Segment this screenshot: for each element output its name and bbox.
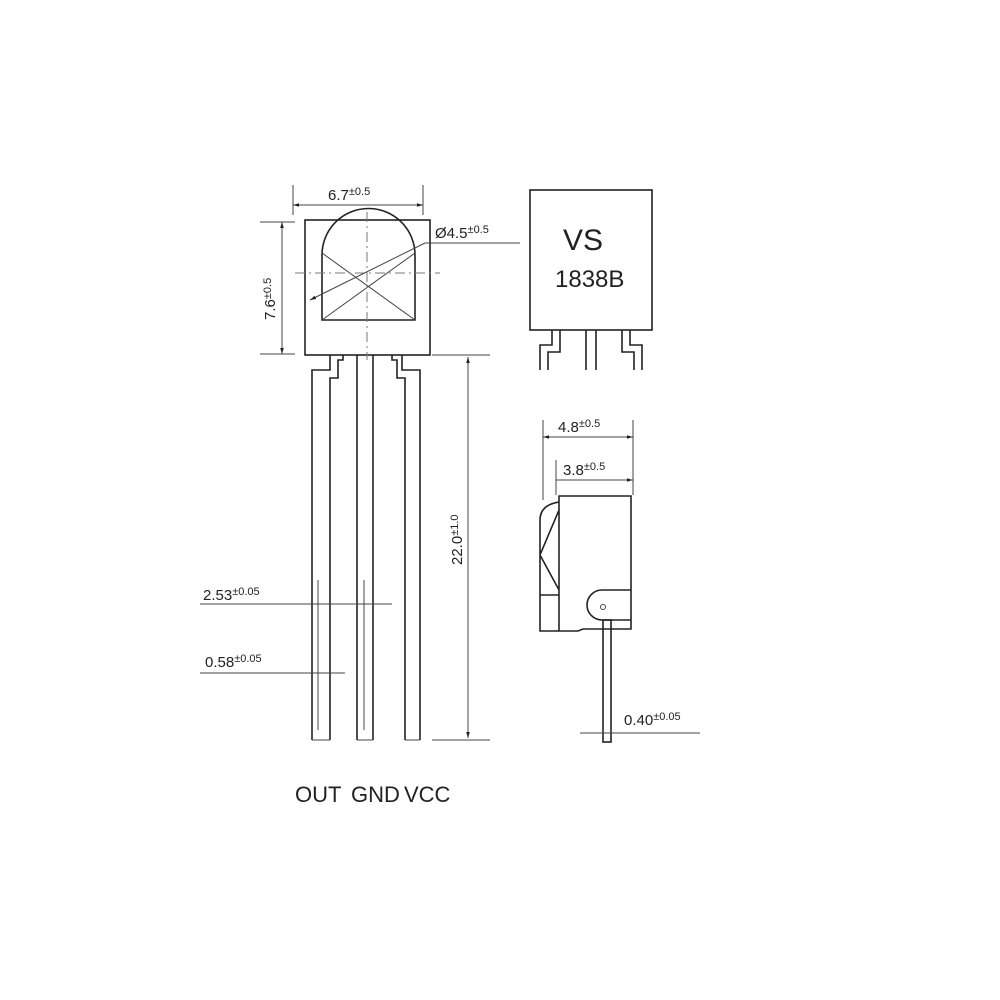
width-dim: 6.7±0.5 [328,186,370,204]
lead-out [311,355,344,740]
pin-label-gnd: GND [351,782,400,807]
top-view: VS 1838B [529,189,653,370]
marking-line2: 1838B [555,266,624,293]
pin-label-vcc: VCC [404,782,451,807]
lead-gnd [356,355,374,740]
depth-dim: 4.8±0.5 [558,418,600,436]
pitch-dim: 2.53±0.05 [203,586,260,604]
side-view: 4.8±0.5 3.8±0.5 0.40±0.05 [539,418,700,743]
pin-label-out: OUT [295,782,341,807]
marking-line1: VS [563,224,603,257]
body-dim: 3.8±0.5 [563,461,605,479]
height-dim: 7.6±0.5 [262,278,279,320]
lead-length-dim: 22.0±1.0 [449,514,466,565]
lead-thickness-dim: 0.40±0.05 [624,711,681,729]
top-body [529,189,653,331]
lead-vcc [391,355,421,740]
lens-outline [321,207,416,321]
front-view: Ø4.5±0.5 6.7±0.5 7.6±0.5 22.0±1.0 2.53±0… [200,185,520,807]
lead-width-dim: 0.58±0.05 [205,653,262,671]
lens-dim: Ø4.5±0.5 [435,224,489,242]
side-lead [602,619,612,743]
